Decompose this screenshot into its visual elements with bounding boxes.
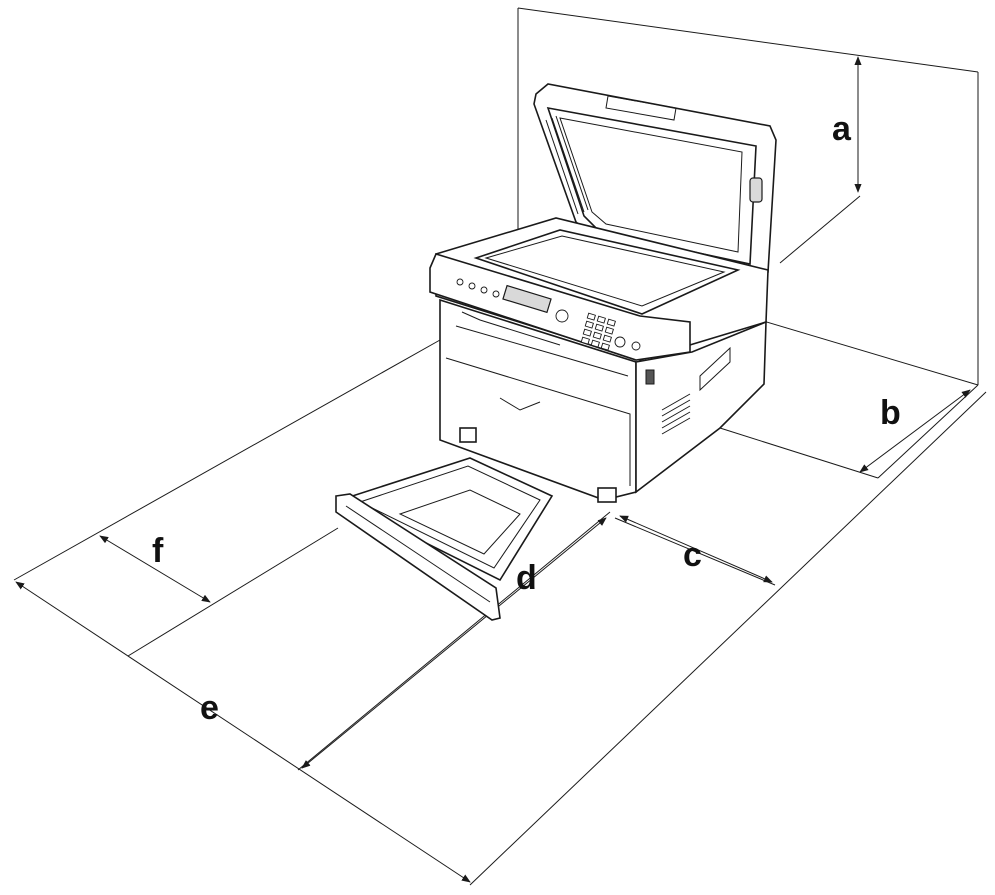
label-a: a	[832, 110, 852, 148]
label-f: f	[152, 532, 164, 570]
label-e: e	[200, 689, 219, 727]
printer-body	[439, 298, 767, 503]
keypad	[580, 312, 616, 351]
printer-illustration	[335, 83, 777, 621]
paper-tray	[335, 457, 554, 621]
dimension-b-arrow	[859, 389, 971, 473]
dimension-f-arrow	[99, 535, 211, 603]
vent-grille	[661, 393, 691, 435]
dimension-e-arrow	[15, 581, 471, 883]
label-d: d	[516, 559, 537, 597]
label-c: c	[683, 536, 702, 574]
dimension-c-arrow	[619, 515, 773, 583]
label-b: b	[880, 394, 901, 432]
control-panel	[429, 253, 691, 361]
